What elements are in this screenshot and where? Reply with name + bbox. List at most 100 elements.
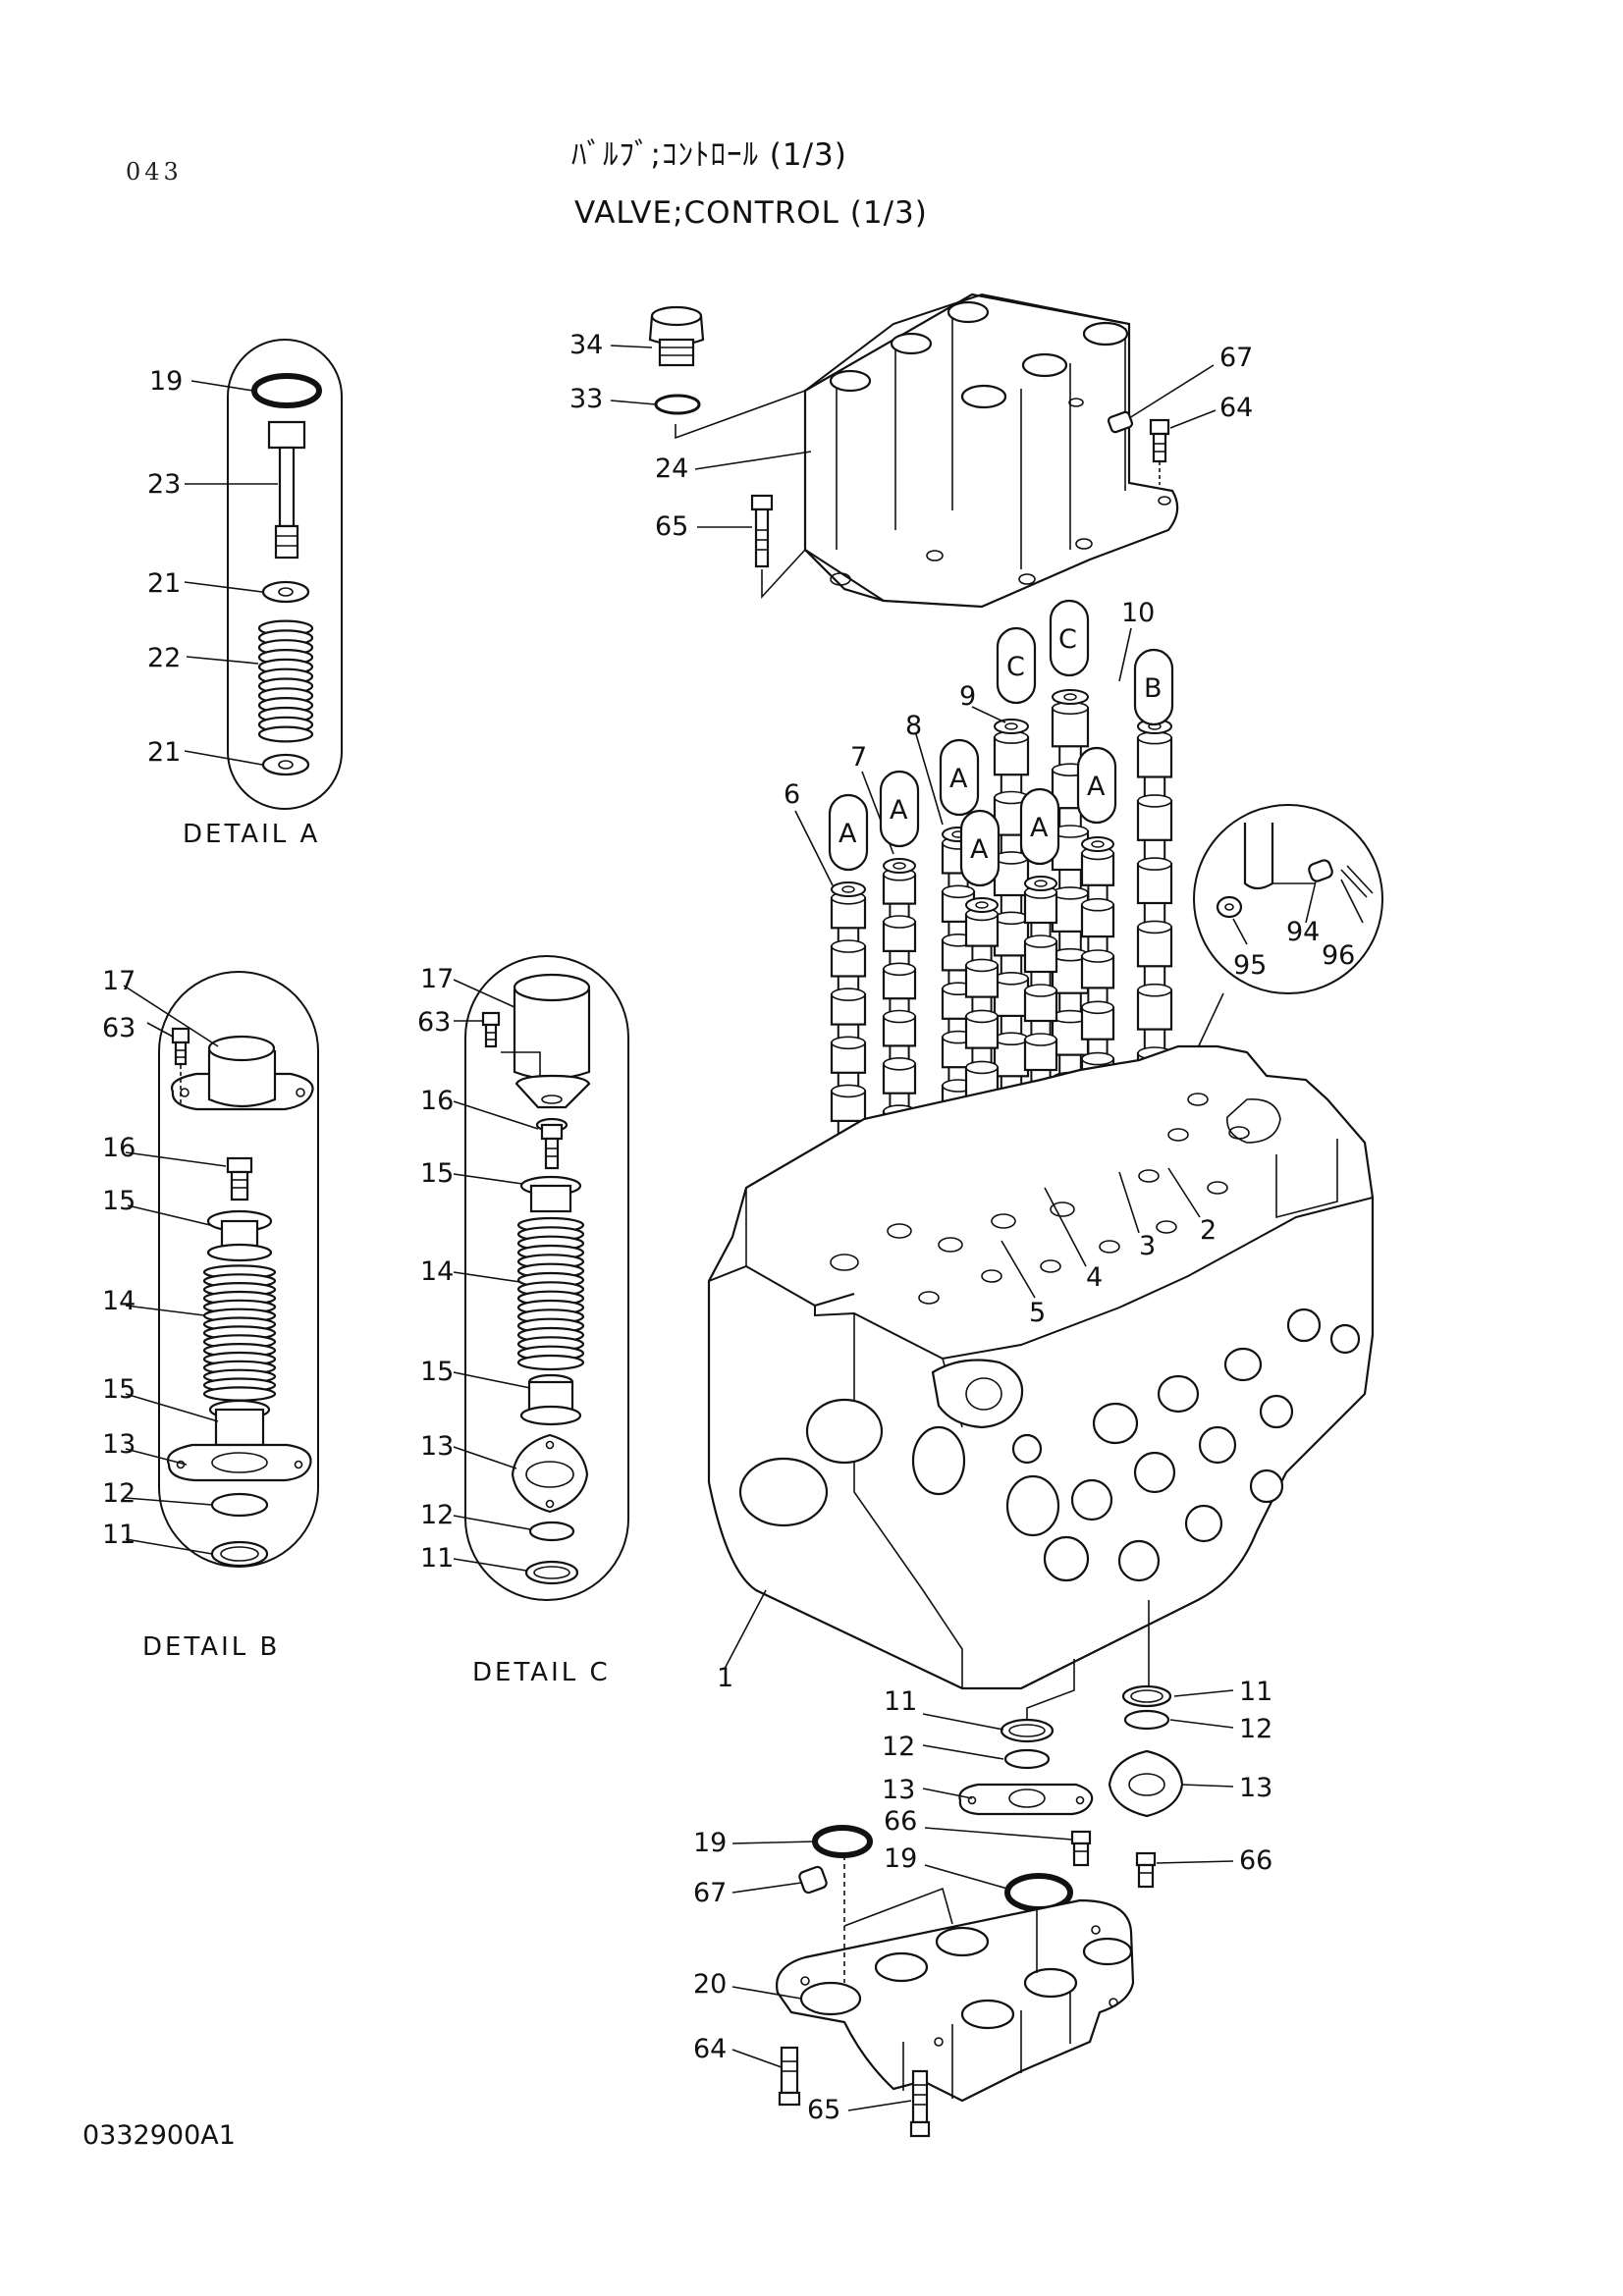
balloon-c-spool-9: C (996, 626, 1037, 705)
detail-b-caption: DETAIL B (142, 1632, 280, 1662)
screw-64-bottom (778, 2046, 801, 2107)
label-66-bottom-left: 66 (884, 1806, 917, 1837)
detail-a-outline (227, 339, 343, 810)
bottom-parts: 11 12 13 11 12 13 19 66 19 67 66 20 64 6… (693, 1600, 1272, 2138)
detail-a-caption: DETAIL A (183, 820, 320, 849)
label-8: 8 (905, 711, 922, 741)
label-7: 7 (850, 742, 867, 773)
label-9: 9 (959, 681, 976, 712)
seat-15-lower-b (208, 1399, 271, 1447)
label-21-upper: 21 (147, 568, 181, 599)
spring-22-coils (257, 619, 314, 743)
label-33: 33 (569, 384, 603, 414)
spring-14-b (202, 1264, 277, 1402)
plate-13-bottom-left (958, 1783, 1094, 1816)
label-4: 4 (1086, 1262, 1103, 1293)
drawing-number: 0332900A1 (82, 2120, 236, 2151)
spring-14-c (516, 1216, 585, 1371)
plug-67-bottom (798, 1865, 828, 1895)
label-12-bottom-left: 12 (882, 1732, 915, 1762)
label-12-c: 12 (420, 1500, 454, 1530)
washer-21-bottom (261, 753, 310, 776)
ring-12-bottom-left (1003, 1748, 1051, 1770)
label-67-top: 67 (1219, 343, 1253, 373)
screw-65-top (750, 494, 774, 568)
label-14-c: 14 (420, 1256, 454, 1287)
label-11-bottom-left: 11 (884, 1686, 917, 1717)
label-1: 1 (717, 1663, 733, 1693)
label-11-c: 11 (420, 1543, 454, 1574)
label-20: 20 (693, 1969, 727, 2000)
seat-15-upper-c (519, 1175, 582, 1213)
label-63-b: 63 (102, 1013, 135, 1043)
label-15-lower-b: 15 (102, 1374, 135, 1405)
screw-66-right (1135, 1851, 1157, 1889)
label-5: 5 (1029, 1298, 1046, 1328)
screw-65-bottom (909, 2069, 931, 2138)
label-19-bottom-right: 19 (884, 1843, 917, 1874)
svg-text:A: A (949, 764, 968, 794)
spool (993, 719, 1030, 1149)
label-15-upper-b: 15 (102, 1186, 135, 1216)
svg-text:A: A (1030, 813, 1049, 843)
label-11-b: 11 (102, 1520, 135, 1550)
plug-67-top (1107, 410, 1134, 434)
balloon-a-spool-7: A (879, 770, 920, 848)
plug-34 (648, 305, 705, 367)
ring-11-bottom-right (1121, 1684, 1172, 1708)
o-ring-33 (654, 394, 701, 415)
label-21-lower: 21 (147, 737, 181, 768)
plate-13-bottom-right (1108, 1749, 1184, 1818)
svg-text:A: A (1087, 772, 1106, 802)
balloon-a-spool-8: A (939, 738, 980, 817)
label-16-b: 16 (102, 1133, 135, 1163)
label-14-b: 14 (102, 1286, 135, 1316)
piston-16-b (226, 1156, 253, 1201)
ring-11-c (524, 1560, 579, 1585)
screw-64-top (1149, 418, 1170, 485)
washer-21-top (261, 580, 310, 604)
balloon-a-spool-3: A (1076, 746, 1117, 825)
label-13-b: 13 (102, 1429, 135, 1460)
label-15-upper-c: 15 (420, 1158, 454, 1189)
ring-12-bottom-right (1123, 1709, 1170, 1731)
label-23: 23 (147, 469, 181, 500)
label-66-bottom-right: 66 (1239, 1845, 1272, 1876)
detail-a: 19 23 21 22 21 DETAIL A (147, 339, 343, 849)
title-english: VALVE;CONTROL (1/3) (574, 195, 928, 231)
label-17-c: 17 (420, 964, 454, 994)
plate-13-c (511, 1433, 589, 1514)
svg-text:A: A (839, 819, 857, 849)
ring-11-bottom-left (1000, 1718, 1055, 1743)
label-3: 3 (1139, 1231, 1156, 1261)
label-19: 19 (149, 366, 183, 397)
ring-12-b (210, 1492, 269, 1518)
label-64-top: 64 (1219, 393, 1253, 423)
inset-outline (1193, 804, 1383, 994)
label-34: 34 (569, 330, 603, 360)
svg-text:C: C (1006, 652, 1025, 682)
detail-reference-balloons: A A A A A A C C (828, 599, 1174, 887)
label-24: 24 (655, 454, 688, 484)
label-63-c: 63 (417, 1007, 451, 1038)
label-12-b: 12 (102, 1478, 135, 1509)
label-22: 22 (147, 643, 181, 673)
label-65-bottom: 65 (807, 2095, 840, 2125)
cap-17 (170, 1035, 314, 1111)
plate-13-b (166, 1443, 312, 1482)
cover-20 (776, 1898, 1135, 2103)
label-13-bottom-left: 13 (882, 1775, 915, 1805)
balloon-a-spool-mid: A (959, 809, 1001, 887)
screw-63-c (481, 1011, 541, 1076)
label-17-b: 17 (102, 966, 135, 996)
label-19-bottom-left: 19 (693, 1828, 727, 1858)
screw-63-b (171, 1027, 190, 1104)
svg-text:A: A (970, 834, 989, 865)
valve-body-1: 1 2 3 4 5 (707, 1044, 1375, 1693)
o-ring-19 (251, 373, 322, 408)
detail-b: 17 63 16 15 14 15 13 12 11 DETAIL B (102, 966, 319, 1662)
spool-labels: 6 7 8 9 10 (784, 598, 1155, 886)
seat-15-upper-b (206, 1209, 273, 1262)
title-japanese: ﾊﾞﾙﾌﾞ;ｺﾝﾄﾛｰﾙ (1/3) (571, 137, 847, 173)
